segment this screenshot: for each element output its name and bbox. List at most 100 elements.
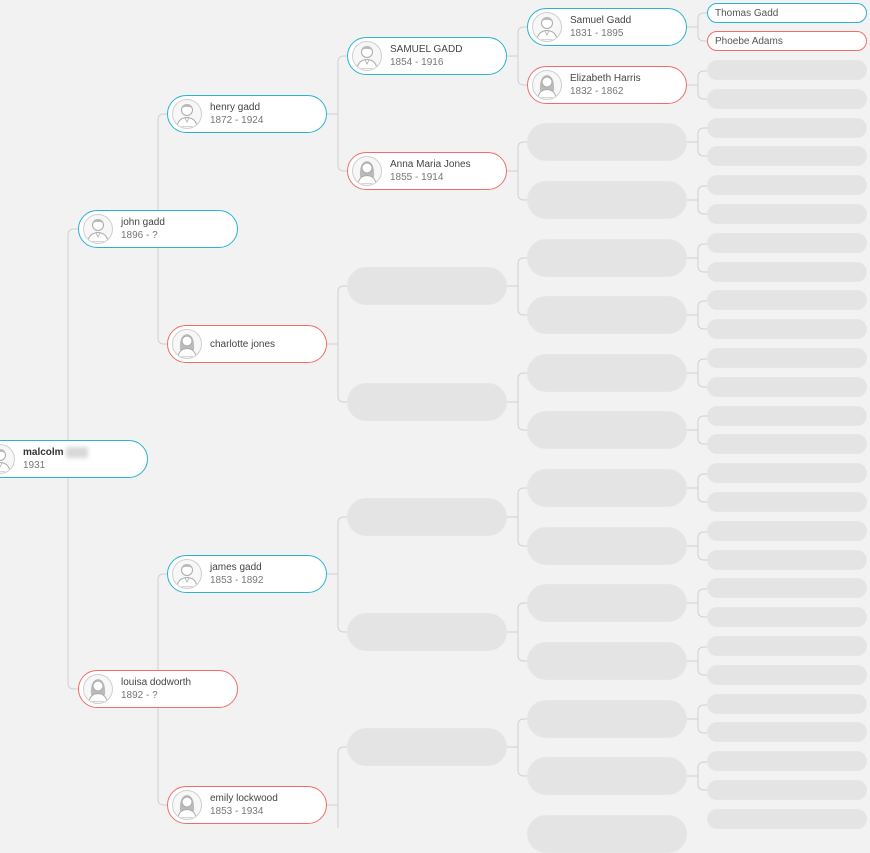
empty-ancestor-slot[interactable] — [707, 319, 867, 339]
empty-ancestor-slot[interactable] — [527, 469, 687, 507]
empty-ancestor-slot[interactable] — [527, 354, 687, 392]
empty-ancestor-slot[interactable] — [707, 780, 867, 800]
empty-ancestor-slot[interactable] — [707, 492, 867, 512]
female-avatar-icon — [172, 790, 202, 820]
empty-ancestor-slot[interactable] — [527, 123, 687, 161]
person-card-3x-great-grandmother[interactable]: Phoebe Adams — [707, 31, 867, 51]
person-card-2x-great-grandmother[interactable]: Elizabeth Harris 1832 - 1862 — [527, 66, 687, 104]
empty-ancestor-slot[interactable] — [527, 584, 687, 622]
connector-line — [517, 718, 527, 777]
person-card-maternal-grandfather[interactable]: james gadd 1853 - 1892 — [167, 555, 327, 593]
male-avatar-icon — [172, 559, 202, 589]
male-avatar-icon — [0, 444, 15, 474]
empty-ancestor-slot[interactable] — [347, 498, 507, 536]
empty-ancestor-slot[interactable] — [347, 613, 507, 651]
empty-ancestor-slot[interactable] — [527, 757, 687, 795]
empty-ancestor-slot[interactable] — [707, 60, 867, 80]
empty-ancestor-slot[interactable] — [527, 527, 687, 565]
connector-line — [337, 55, 347, 172]
empty-ancestor-slot[interactable] — [707, 521, 867, 541]
connector-line — [697, 185, 707, 215]
empty-ancestor-slot[interactable] — [527, 181, 687, 219]
person-card-paternal-grandmother[interactable]: charlotte jones — [167, 325, 327, 363]
person-card-root[interactable]: malcolm 1931 — [0, 440, 148, 478]
person-card-maternal-grandmother[interactable]: emily lockwood 1853 - 1934 — [167, 786, 327, 824]
empty-ancestor-slot[interactable] — [527, 642, 687, 680]
connector-line — [697, 12, 707, 42]
female-avatar-icon — [532, 70, 562, 100]
person-card-2x-great-grandfather[interactable]: Samuel Gadd 1831 - 1895 — [527, 8, 687, 46]
empty-ancestor-slot[interactable] — [707, 348, 867, 368]
male-avatar-icon — [352, 41, 382, 71]
person-years: 1853 - 1892 — [210, 575, 264, 586]
empty-ancestor-slot[interactable] — [707, 233, 867, 253]
empty-ancestor-slot[interactable] — [707, 146, 867, 166]
empty-ancestor-slot[interactable] — [707, 694, 867, 714]
connector-line — [517, 602, 527, 662]
person-years: 1872 - 1924 — [210, 115, 264, 126]
connector-line — [697, 70, 707, 100]
person-name: john gadd — [121, 217, 165, 228]
connector-line — [697, 300, 707, 330]
empty-ancestor-slot[interactable] — [527, 700, 687, 738]
empty-ancestor-slot[interactable] — [527, 815, 687, 853]
connector-line — [517, 257, 527, 316]
empty-ancestor-slot[interactable] — [707, 751, 867, 771]
empty-ancestor-slot[interactable] — [527, 239, 687, 277]
person-years: 1892 - ? — [121, 690, 158, 701]
empty-ancestor-slot[interactable] — [707, 204, 867, 224]
connector-line — [697, 704, 707, 734]
male-avatar-icon — [532, 12, 562, 42]
person-name: SAMUEL GADD — [390, 44, 463, 55]
empty-ancestor-slot[interactable] — [707, 175, 867, 195]
empty-ancestor-slot[interactable] — [707, 434, 867, 454]
empty-ancestor-slot[interactable] — [707, 578, 867, 598]
empty-ancestor-slot[interactable] — [707, 406, 867, 426]
person-name: Elizabeth Harris — [570, 73, 641, 84]
person-card-great-grandfather[interactable]: SAMUEL GADD 1854 - 1916 — [347, 37, 507, 75]
empty-ancestor-slot[interactable] — [707, 118, 867, 138]
person-name: Thomas Gadd — [715, 7, 779, 19]
connector-line — [697, 761, 707, 791]
person-name: charlotte jones — [210, 338, 276, 350]
empty-ancestor-slot[interactable] — [707, 262, 867, 282]
person-years: 1931 — [23, 460, 46, 471]
empty-ancestor-slot[interactable] — [707, 607, 867, 627]
connector-line — [697, 243, 707, 273]
person-card-father[interactable]: john gadd 1896 - ? — [78, 210, 238, 248]
female-avatar-icon — [352, 156, 382, 186]
person-name: Samuel Gadd — [570, 15, 632, 26]
connector-line — [517, 372, 527, 431]
person-name: Phoebe Adams — [715, 35, 783, 47]
empty-ancestor-slot[interactable] — [347, 728, 507, 766]
empty-ancestor-slot[interactable] — [707, 636, 867, 656]
person-name: malcolm — [23, 447, 64, 458]
connector-line — [697, 588, 707, 618]
empty-ancestor-slot[interactable] — [527, 296, 687, 334]
empty-ancestor-slot[interactable] — [707, 463, 867, 483]
person-card-great-grandmother[interactable]: Anna Maria Jones 1855 - 1914 — [347, 152, 507, 190]
connector-line — [697, 646, 707, 676]
empty-ancestor-slot[interactable] — [707, 722, 867, 742]
empty-ancestor-slot[interactable] — [707, 809, 867, 829]
person-years: 1855 - 1914 — [390, 172, 444, 183]
person-name: Anna Maria Jones — [390, 159, 471, 170]
person-card-mother[interactable]: louisa dodworth 1892 - ? — [78, 670, 238, 708]
empty-ancestor-slot[interactable] — [707, 665, 867, 685]
empty-ancestor-slot[interactable] — [347, 267, 507, 305]
connector-line — [697, 473, 707, 503]
connector-line — [517, 487, 527, 547]
person-card-paternal-grandfather[interactable]: henry gadd 1872 - 1924 — [167, 95, 327, 133]
person-name: henry gadd — [210, 102, 261, 113]
empty-ancestor-slot[interactable] — [707, 377, 867, 397]
connector-line — [697, 127, 707, 157]
connector-line — [337, 746, 347, 828]
empty-ancestor-slot[interactable] — [707, 550, 867, 570]
empty-ancestor-slot[interactable] — [707, 89, 867, 109]
empty-ancestor-slot[interactable] — [527, 411, 687, 449]
empty-ancestor-slot[interactable] — [707, 290, 867, 310]
female-avatar-icon — [172, 329, 202, 359]
person-card-3x-great-grandfather[interactable]: Thomas Gadd — [707, 3, 867, 23]
connector-line — [697, 415, 707, 445]
empty-ancestor-slot[interactable] — [347, 383, 507, 421]
